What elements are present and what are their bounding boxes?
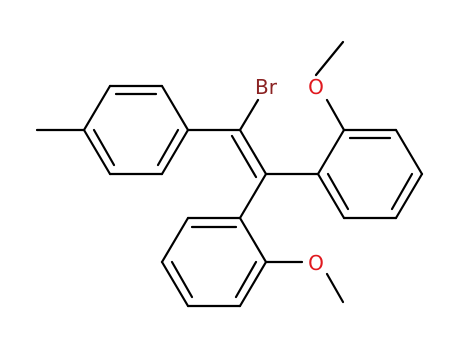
o1-ring-bond xyxy=(325,98,346,132)
alkene-double-bond xyxy=(230,128,268,179)
atom-label-o2: O xyxy=(308,251,324,275)
tolyl-ring xyxy=(82,84,190,176)
o2-methyl-bond xyxy=(325,272,345,304)
anisyl-ring-2 xyxy=(160,216,268,308)
o1-methyl-bond xyxy=(314,40,345,77)
anisyl-ring-1 xyxy=(316,128,424,220)
atom-label-br: Br xyxy=(255,75,278,99)
c-br-bond xyxy=(238,98,260,132)
alkene-anisyl-bond-2 xyxy=(238,172,268,220)
atom-label-o1: O xyxy=(308,75,324,99)
